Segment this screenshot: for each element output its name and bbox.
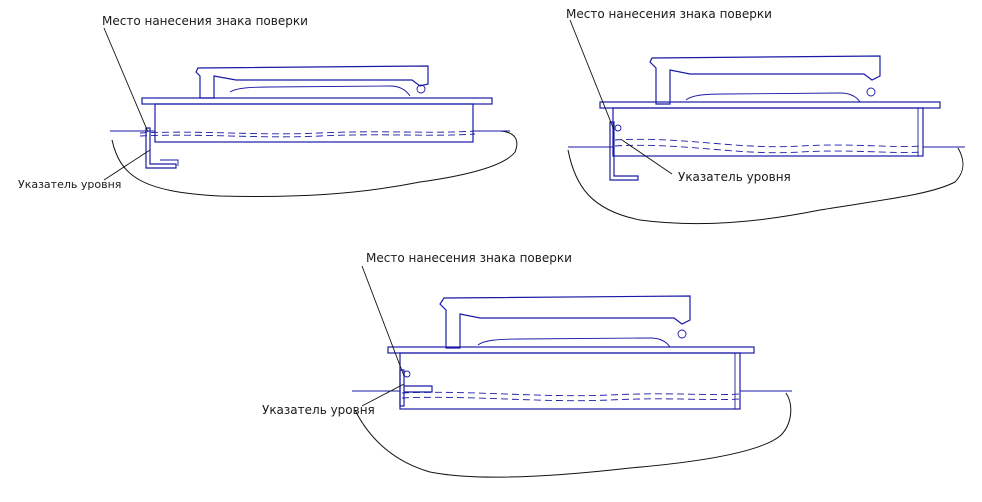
- flange-plate: [387, 346, 755, 354]
- level-indicator: [145, 127, 177, 169]
- liquid-level-line-2: [139, 133, 476, 138]
- liquid-level-line: [139, 130, 476, 135]
- vessel-body: [154, 103, 474, 143]
- lid-lever: [195, 65, 429, 99]
- vessel-body: [612, 107, 924, 157]
- level-indicator: [609, 121, 639, 181]
- ground-outline: [567, 147, 964, 225]
- diagram-2: Место нанесения знака поверки Указатель …: [566, 7, 965, 225]
- lid-lever: [439, 295, 691, 349]
- level-label: Указатель уровня: [678, 170, 791, 184]
- liquid-level-line: [401, 391, 741, 397]
- lid-inner: [229, 85, 411, 97]
- hinge-pin: [416, 84, 426, 94]
- hinge-pin: [677, 329, 687, 339]
- lid-lever: [649, 55, 881, 105]
- lid-inner: [477, 337, 671, 348]
- level-indicator-mark: [614, 124, 622, 132]
- verification-leader: [361, 265, 405, 377]
- hinge-pin: [866, 87, 876, 97]
- level-label: Указатель уровня: [18, 178, 121, 191]
- level-leader: [103, 149, 151, 181]
- verification-label: Место нанесения знака поверки: [566, 7, 772, 21]
- verification-label: Место нанесения знака поверки: [366, 251, 572, 265]
- verification-label: Место нанесения знака поверки: [102, 14, 308, 28]
- verification-leader: [103, 27, 149, 133]
- ground-outline: [354, 392, 792, 478]
- lid-inner: [685, 92, 861, 103]
- level-indicator-bracket: [404, 385, 433, 393]
- verification-leader: [569, 19, 615, 131]
- level-leader: [621, 139, 673, 175]
- flange-plate: [599, 101, 941, 109]
- diagram-3: Место нанесения знака поверки Указатель …: [262, 251, 792, 478]
- level-leader: [361, 383, 405, 407]
- flange-plate: [141, 97, 493, 105]
- diagram-1: Место нанесения знака поверки Указатель …: [18, 14, 518, 197]
- level-indicator-plate: [160, 159, 179, 166]
- level-indicator-mark: [403, 370, 411, 378]
- level-label: Указатель уровня: [262, 403, 375, 417]
- liquid-level-line-2: [401, 396, 741, 402]
- ground-outline: [111, 130, 518, 197]
